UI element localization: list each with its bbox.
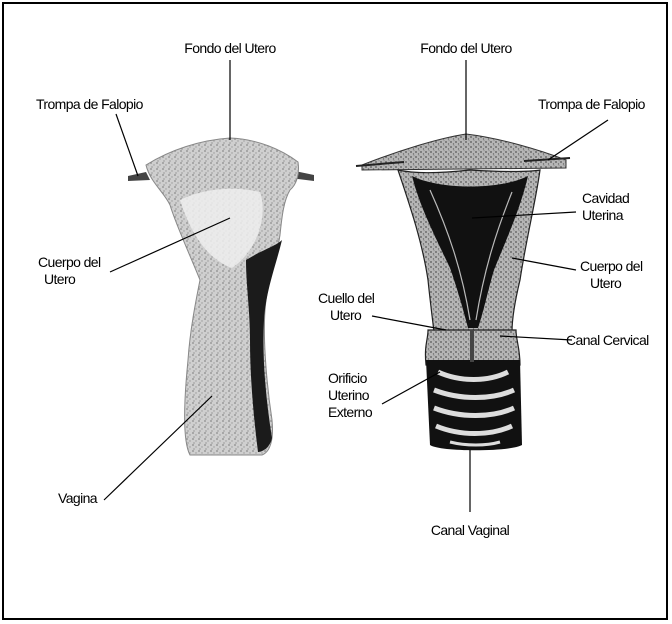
label-left-vagina: Vagina [58, 490, 97, 507]
label-left-fondo: Fondo del Utero [174, 40, 286, 57]
leader-right-trompa [548, 120, 608, 160]
label-right-cavidad: Cavidad Uterina [582, 190, 629, 224]
external-uterus-view [128, 138, 314, 455]
label-right-trompa: Trompa de Falopio [538, 96, 645, 113]
label-left-cuerpo-line2: Utero [38, 271, 101, 288]
label-right-cuerpo: Cuerpo del Utero [580, 258, 643, 292]
uterus-body [146, 138, 299, 455]
label-left-cuerpo: Cuerpo del Utero [38, 254, 101, 288]
leader-left-trompa [116, 114, 138, 176]
label-left-cuerpo-line1: Cuerpo del [38, 254, 101, 271]
label-right-orificio: Orificio Uterino Externo [328, 370, 372, 421]
label-right-orificio-line2: Uterino [328, 387, 372, 404]
left-tube-stub [128, 172, 150, 181]
label-right-orificio-line1: Orificio [328, 370, 372, 387]
label-right-cuello: Cuello del Utero [318, 290, 374, 324]
label-right-canal-vaginal: Canal Vaginal [418, 522, 522, 539]
label-right-cavidad-line1: Cavidad [582, 190, 629, 207]
label-right-cuello-line2: Utero [318, 307, 374, 324]
leader-lines [104, 60, 608, 512]
fundus-crest [362, 134, 566, 170]
label-right-cuerpo-line1: Cuerpo del [580, 258, 643, 275]
label-right-cavidad-line2: Uterina [582, 207, 629, 224]
label-right-fondo: Fondo del Utero [410, 40, 522, 57]
label-right-cuello-line1: Cuello del [318, 290, 374, 307]
label-right-orificio-line3: Externo [328, 404, 372, 421]
label-right-cuerpo-line2: Utero [580, 275, 643, 292]
label-right-canal-cervical: Canal Cervical [566, 332, 649, 349]
label-left-trompa: Trompa de Falopio [36, 96, 143, 113]
sectional-uterus-view [356, 134, 570, 450]
